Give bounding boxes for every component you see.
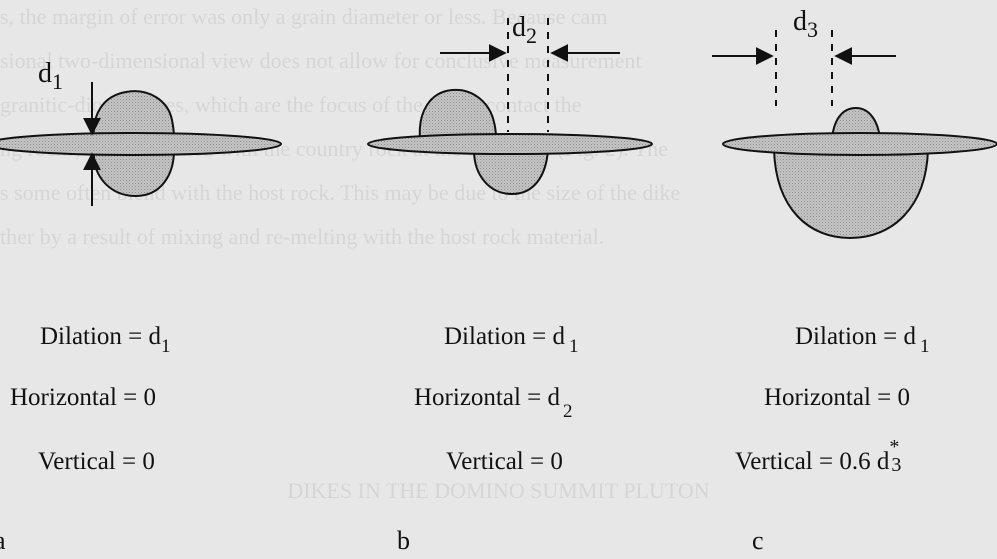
panel-b-sill: [367, 133, 653, 155]
panel-c-figure: [712, 30, 997, 240]
dilation-subscript: 1: [920, 336, 930, 357]
dimension-symbol: d: [512, 12, 526, 43]
dimension-subscript: 3: [807, 17, 818, 42]
background-text-line: s, the margin of error was only a grain …: [0, 4, 608, 29]
panel-b-dimension-label: d2: [512, 12, 537, 47]
vertical-sup-sub: *3: [889, 437, 905, 475]
panel-c-letter: c: [752, 526, 764, 555]
dilation-subscript: 1: [569, 336, 579, 357]
vertical-text: Vertical = 0.6 d: [735, 448, 890, 475]
dimension-subscript: 1: [52, 69, 63, 94]
dilation-text: Dilation = d: [40, 323, 162, 350]
panel-b-intrusion-lower: [472, 149, 550, 196]
panel-a-sill: [0, 132, 282, 156]
background-text-line: sional two-dimensional view does not all…: [0, 48, 642, 73]
panel-b-intrusion-upper: [418, 88, 498, 139]
dilation-subscript: 1: [161, 336, 171, 357]
dilation-text: Dilation = d: [444, 323, 566, 350]
panel-b-vertical: Vertical = 0: [446, 448, 563, 476]
horizontal-subscript: 2: [563, 401, 573, 422]
panel-b-horizontal: Horizontal = d2: [414, 384, 573, 421]
panel-a-intrusion-lower: [92, 149, 176, 198]
horizontal-text: Horizontal = 0: [764, 384, 911, 411]
horizontal-text: Horizontal = d: [414, 384, 561, 411]
panel-c-intrusion-lower: [772, 149, 930, 240]
dimension-symbol: d: [793, 6, 807, 37]
panel-c-dimension-label: d3: [793, 6, 818, 41]
panel-a-horizontal: Horizontal = 0: [10, 384, 156, 412]
panel-a-dilation: Dilation = d1: [40, 323, 171, 356]
panel-a-dimension-label: d1: [38, 58, 63, 93]
panel-b-figure: [367, 18, 653, 196]
panel-a-figure: [0, 82, 282, 206]
vertical-superscript: *: [889, 436, 900, 458]
panel-b-letter: b: [397, 526, 410, 555]
vertical-text: Vertical = 0: [446, 448, 563, 475]
panel-c-intrusion-upper: [830, 106, 882, 139]
panel-a-intrusion-upper: [92, 90, 176, 139]
panel-c-vertical: Vertical = 0.6 d*3: [735, 437, 905, 476]
background-text-title: DIKES IN THE DOMINO SUMMIT PLUTON: [287, 478, 710, 503]
dimension-subscript: 2: [526, 23, 537, 48]
panel-c-sill: [722, 132, 997, 156]
panel-c-horizontal: Horizontal = 0: [764, 384, 910, 412]
dimension-symbol: d: [38, 58, 52, 89]
dilation-text: Dilation = d: [795, 323, 917, 350]
panel-a-letter: a: [0, 526, 6, 556]
vertical-text: Vertical = 0: [38, 448, 155, 475]
horizontal-text: Horizontal = 0: [10, 384, 157, 411]
panel-a-vertical: Vertical = 0: [38, 448, 155, 476]
vertical-subscript: 3: [891, 454, 902, 476]
background-text-line: ther by a result of mixing and re-meltin…: [0, 224, 605, 249]
